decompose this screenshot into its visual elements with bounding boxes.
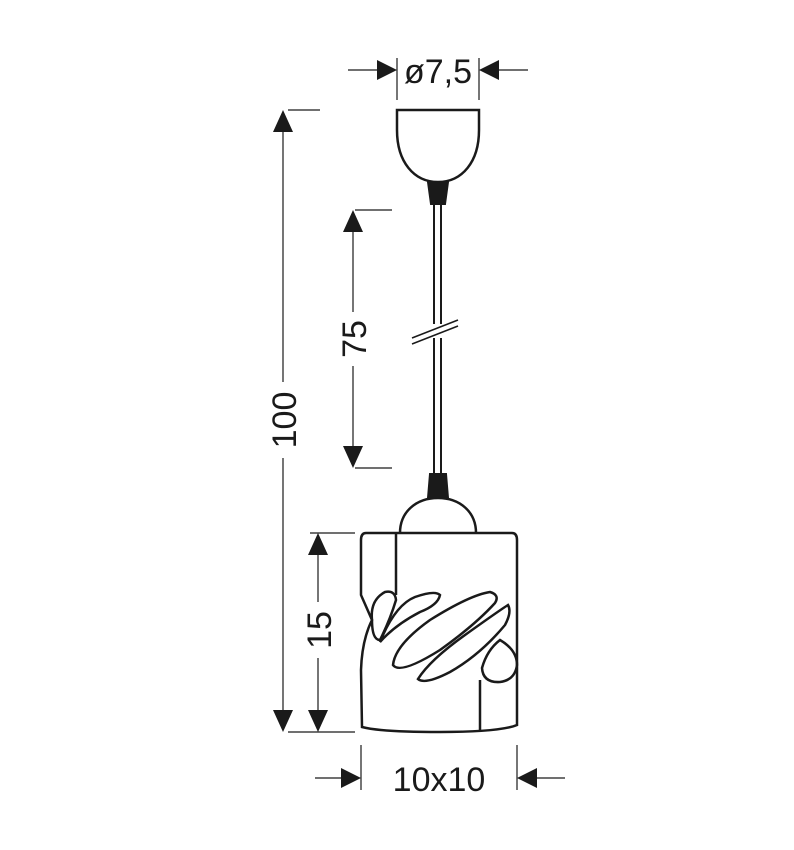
cable-length-dimension: 75: [336, 209, 392, 469]
total-height-dimension: 100: [266, 109, 355, 733]
canopy-diameter-dimension: ø7,5: [348, 53, 528, 100]
shade-height-dimension: 15: [301, 532, 355, 732]
canopy-diameter-label: ø7,5: [404, 53, 472, 91]
lamp-shade: [359, 531, 519, 734]
shade-width-dimension: 10x10: [315, 745, 565, 799]
canopy: [395, 108, 481, 205]
shade-width-label: 10x10: [393, 761, 486, 799]
total-height-label: 100: [266, 392, 304, 449]
cable: [411, 204, 459, 499]
socket: [398, 496, 478, 534]
cable-length-label: 75: [336, 320, 374, 358]
shade-height-label: 15: [301, 611, 339, 649]
